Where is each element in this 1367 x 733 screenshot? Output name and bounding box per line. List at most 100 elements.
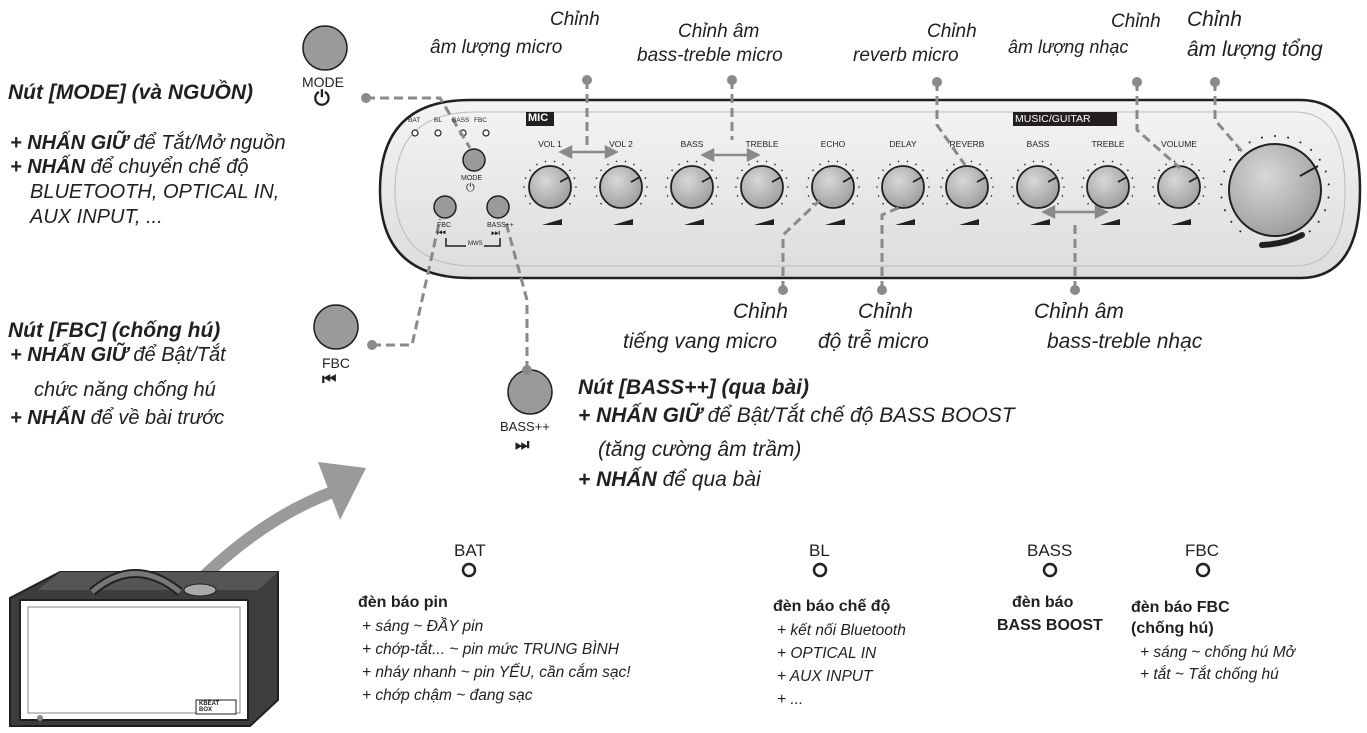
- panel-bass-label: BASS++: [487, 222, 514, 229]
- led-bat-name: BAT: [454, 541, 486, 560]
- mode-large-label: MODE: [302, 74, 344, 90]
- panel-fbc-button[interactable]: [433, 195, 457, 219]
- led-bl-item-1: + kết nối Bluetooth: [777, 622, 906, 639]
- fbc-large-label: FBC: [322, 355, 350, 371]
- master-volume-tick: [1299, 141, 1302, 144]
- knob-treble-3[interactable]: [735, 160, 789, 225]
- speaker-illustration: [9, 569, 279, 727]
- caption-echo-l2: tiếng vang micro: [623, 330, 778, 353]
- master-volume-tick: [1308, 230, 1311, 233]
- knob-bass-2[interactable]: [665, 160, 719, 225]
- mic-tag: MIC: [528, 112, 549, 124]
- panel-led-fbc-label: FBC: [474, 117, 487, 124]
- master-volume-tick: [1223, 209, 1226, 212]
- led-bl-item-3: + AUX INPUT: [777, 668, 873, 685]
- led-bass-heading-1: đèn báo: [1012, 594, 1074, 611]
- master-volume-tick: [1274, 135, 1276, 137]
- caption-delay-l1: Chỉnh: [858, 300, 913, 323]
- caption-bt-l1: Chỉnh âm: [678, 21, 760, 42]
- caption-music-vol-l1: Chỉnh: [1111, 11, 1161, 32]
- mode-line-1: + NHẤN GIỮ để Tắt/Mở nguồn: [10, 132, 286, 154]
- fbc-line-2: chức năng chống hú: [34, 379, 216, 401]
- led-bat-indicator: [461, 562, 477, 578]
- mode-line-4: AUX INPUT, ...: [30, 206, 163, 228]
- led-fbc-name: FBC: [1185, 541, 1219, 560]
- caption-bt-l2: bass-treble micro: [637, 45, 783, 66]
- caption-music-bt-l2: bass-treble nhạc: [1047, 330, 1203, 353]
- led-bat-item-3: + nháy nhanh ~ pin YẾU, cần cắm sạc!: [362, 664, 631, 681]
- led-fbc-item-2: + tắt ~ Tắt chống hú: [1140, 666, 1279, 683]
- fbc-title: Nút [FBC] (chống hú): [8, 319, 221, 342]
- led-bat-item-4: + chớp chậm ~ đang sạc: [362, 687, 533, 704]
- control-panel: [378, 98, 1362, 280]
- knob-echo-4[interactable]: [806, 160, 860, 225]
- bass-large-next-icon: ⏭: [515, 437, 530, 454]
- master-volume-tick: [1310, 148, 1313, 151]
- mode-line-2: + NHẤN để chuyển chế độ: [10, 156, 249, 178]
- panel-mode-button[interactable]: [462, 148, 486, 172]
- led-bl-indicator: [812, 562, 828, 578]
- bass-line-3: + NHẤN để qua bài: [578, 468, 761, 491]
- knob-delay-5[interactable]: [876, 160, 930, 225]
- knob-volume-9[interactable]: [1152, 160, 1206, 225]
- master-volume-tick: [1324, 170, 1327, 173]
- master-volume-tick: [1260, 136, 1263, 139]
- master-volume-tick: [1327, 196, 1330, 199]
- panel-bass-button[interactable]: [486, 195, 510, 219]
- bass-line-2: (tăng cường âm trầm): [598, 438, 802, 461]
- caption-vol-l2: âm lượng micro: [430, 37, 563, 58]
- bass-title: Nút [BASS++] (qua bài): [578, 376, 810, 399]
- led-bat-heading: đèn báo pin: [358, 594, 448, 611]
- caption-master-l2: âm lượng tổng: [1187, 38, 1323, 61]
- mode-large-power-icon: ⏻: [314, 88, 330, 110]
- bass-button-large: [507, 369, 553, 415]
- led-bass-name: BASS: [1027, 541, 1073, 560]
- caption-delay-l2: độ trễ micro: [818, 330, 929, 353]
- knob-vol1-0[interactable]: [523, 160, 577, 225]
- bass-line-1: + NHẤN GIỮ để Bật/Tắt chế độ BASS BOOST: [578, 404, 1015, 427]
- knob-label-5: DELAY: [889, 139, 917, 149]
- knob-treble-8[interactable]: [1081, 160, 1135, 225]
- caption-music-vol-l2: âm lượng nhạc: [1008, 37, 1129, 57]
- caption-master-l1: Chỉnh: [1187, 8, 1242, 31]
- led-fbc-heading-1: đèn báo FBC: [1131, 599, 1230, 616]
- caption-echo-l1: Chỉnh: [733, 300, 788, 323]
- caption-reverb-l1: Chỉnh: [927, 21, 977, 42]
- knob-label-2: BASS: [680, 139, 704, 149]
- fbc-line-1: + NHẤN GIỮ để Bật/Tắt: [10, 344, 226, 366]
- panel-led-bat: [411, 129, 419, 137]
- speaker-logo: KBEAT BOX: [199, 701, 220, 713]
- knob-label-0: VOL 1: [538, 139, 562, 149]
- mode-title: Nút [MODE] (và NGUỒN): [8, 81, 253, 104]
- panel-led-bass-label: BASS: [452, 117, 470, 124]
- knob-reverb-6[interactable]: [940, 160, 994, 225]
- led-fbc-indicator: [1195, 562, 1211, 578]
- knob-label-3: TREBLE: [745, 139, 779, 149]
- master-volume-knob[interactable]: [1228, 143, 1322, 248]
- knob-label-6: REVERB: [949, 139, 985, 149]
- led-bass-indicator: [1042, 562, 1058, 578]
- caption-music-bt-l1: Chỉnh âm: [1034, 300, 1124, 323]
- led-bass-heading-2: BASS BOOST: [997, 617, 1103, 634]
- led-bat-item-1: + sáng ~ ĐẦY pin: [362, 618, 484, 635]
- mode-button-large: [302, 25, 348, 71]
- knob-vol2-1[interactable]: [594, 160, 648, 225]
- master-volume-tick: [1239, 230, 1242, 233]
- knob-bass-7[interactable]: [1011, 160, 1065, 225]
- music-tag: MUSIC/GUITAR: [1015, 113, 1091, 125]
- led-bl-item-4: + ...: [777, 691, 804, 708]
- master-volume-tick: [1318, 158, 1321, 161]
- master-volume-tick: [1223, 170, 1226, 173]
- master-volume-tick: [1324, 209, 1327, 212]
- master-volume-tick: [1287, 136, 1290, 139]
- bass-large-label: BASS++: [500, 419, 550, 434]
- caption-reverb-l2: reverb micro: [853, 45, 959, 66]
- master-volume-tick: [1248, 141, 1251, 144]
- knob-label-1: VOL 2: [609, 139, 633, 149]
- led-bl-name: BL: [809, 541, 830, 560]
- fbc-button-large: [313, 304, 359, 350]
- led-bat-item-2: + chớp-tắt... ~ pin mức TRUNG BÌNH: [362, 641, 619, 658]
- mode-line-3: BLUETOOTH, OPTICAL IN,: [30, 181, 280, 203]
- master-volume-tick: [1317, 220, 1320, 223]
